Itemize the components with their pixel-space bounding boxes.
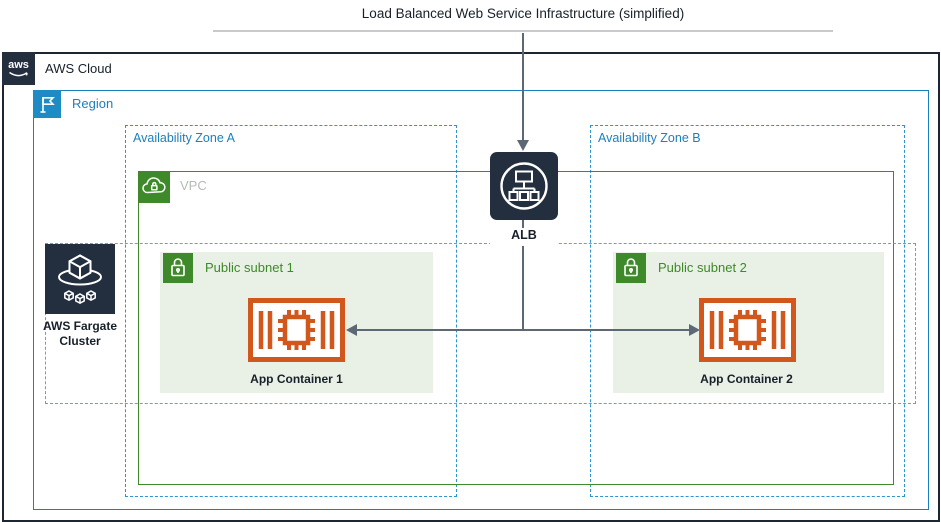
public-subnet-lock-icon xyxy=(163,253,193,283)
fargate-icon xyxy=(45,244,115,314)
aws-cloud-boundary xyxy=(2,52,940,522)
aws-logo-text: aws xyxy=(8,59,29,71)
alb-label: ALB xyxy=(490,228,558,246)
public-subnet-lock-icon xyxy=(616,253,646,283)
fargate-cluster-label: AWS Fargate Cluster xyxy=(42,319,117,348)
availability-zone-b-boundary xyxy=(590,125,905,497)
vpc-cloud-lock-icon xyxy=(138,171,170,203)
availability-zone-a-label: Availability Zone A xyxy=(133,131,235,145)
app-container-1-label: App Container 1 xyxy=(250,372,343,386)
app-container-2-label: App Container 2 xyxy=(700,372,793,386)
title-underline xyxy=(213,30,833,32)
vpc-label: VPC xyxy=(180,178,207,193)
app-container-1-icon xyxy=(248,298,345,362)
public-subnet-1-label: Public subnet 1 xyxy=(205,260,294,275)
region-label: Region xyxy=(72,96,114,111)
region-boundary xyxy=(33,90,929,510)
availability-zone-a-boundary xyxy=(125,125,457,497)
fargate-cluster-boundary xyxy=(45,243,916,404)
app-container-2-icon xyxy=(699,298,796,362)
availability-zone-b-label: Availability Zone B xyxy=(598,131,701,145)
diagram-title: Load Balanced Web Service Infrastructure… xyxy=(361,6,685,21)
region-flag-icon xyxy=(33,90,61,118)
aws-cloud-label: AWS Cloud xyxy=(45,61,112,76)
public-subnet-2-label: Public subnet 2 xyxy=(658,260,747,275)
aws-logo-icon: aws xyxy=(2,52,35,85)
alb-load-balancer-icon xyxy=(490,152,558,220)
